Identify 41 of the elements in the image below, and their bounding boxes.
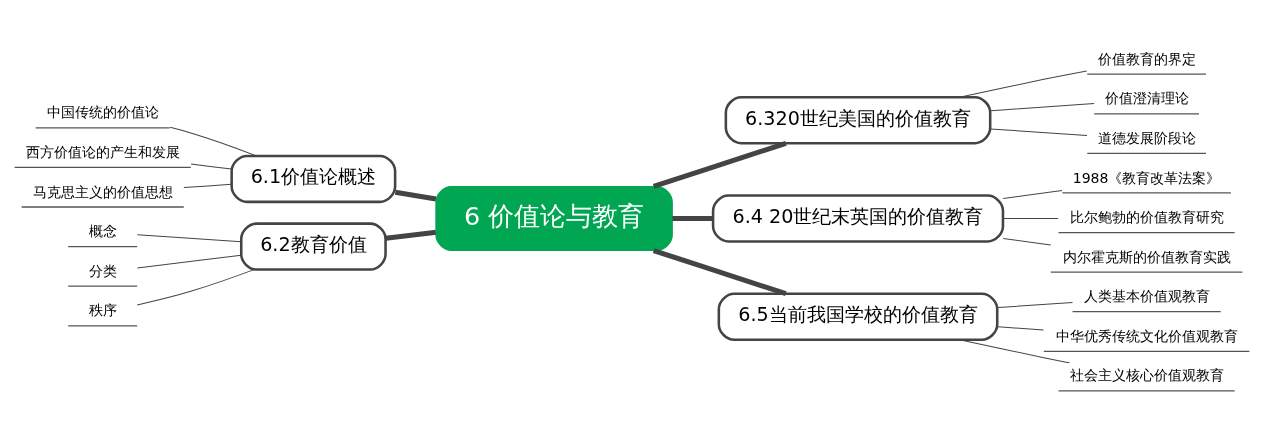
node-text: 内尔霍克斯的价值教育实践 xyxy=(1062,248,1231,265)
connector xyxy=(169,126,258,157)
connector xyxy=(1002,237,1052,246)
connector xyxy=(1002,218,1059,219)
node-text: 价值澄清理论 xyxy=(1104,90,1189,107)
node-text: 道德发展阶段论 xyxy=(1097,129,1196,146)
node-box: 6.4 20世纪末英国的价值教育 xyxy=(711,194,1005,243)
node-box: 6.2教育价值 xyxy=(239,222,387,271)
connector xyxy=(996,302,1074,309)
node-text: 1988《教育改革法案》 xyxy=(1072,169,1221,186)
node-text: 价值教育的界定 xyxy=(1097,50,1196,67)
node-text: 西方价值论的产生和发展 xyxy=(25,143,180,160)
node-text: 中华优秀传统文化价值观教育 xyxy=(1055,327,1238,344)
node-text: 比尔鲍勃的价值教育研究 xyxy=(1069,209,1224,226)
node-text: 概念 xyxy=(88,223,117,240)
connector xyxy=(672,215,713,222)
connector xyxy=(385,229,437,241)
node-text: 秩序 xyxy=(88,302,117,319)
node-text: 人类基本价值观教育 xyxy=(1083,288,1210,305)
connector xyxy=(136,269,255,306)
connector xyxy=(990,128,1088,136)
connector xyxy=(960,339,1070,364)
connector xyxy=(652,248,787,297)
node-text: 社会主义核心价值观教育 xyxy=(1069,367,1224,384)
node-text: 分类 xyxy=(88,262,117,279)
connector xyxy=(394,189,437,202)
node-box: 6.320世纪美国的价值教育 xyxy=(724,95,992,145)
node-box: 6.5当前我国学校的价值教育 xyxy=(717,292,999,342)
connector xyxy=(183,183,232,189)
connector xyxy=(136,254,242,269)
node-box: 6.1价值论概述 xyxy=(230,154,397,204)
node-box: 6 价值论与教育 xyxy=(435,185,673,252)
connector xyxy=(1002,189,1063,200)
connector xyxy=(652,140,787,189)
connector xyxy=(190,163,232,170)
connector xyxy=(990,102,1095,112)
connector xyxy=(136,234,242,243)
connector xyxy=(960,70,1088,98)
node-text: 中国传统的价值论 xyxy=(46,104,159,121)
node-text: 马克思主义的价值思想 xyxy=(32,183,173,200)
connector xyxy=(996,326,1044,331)
